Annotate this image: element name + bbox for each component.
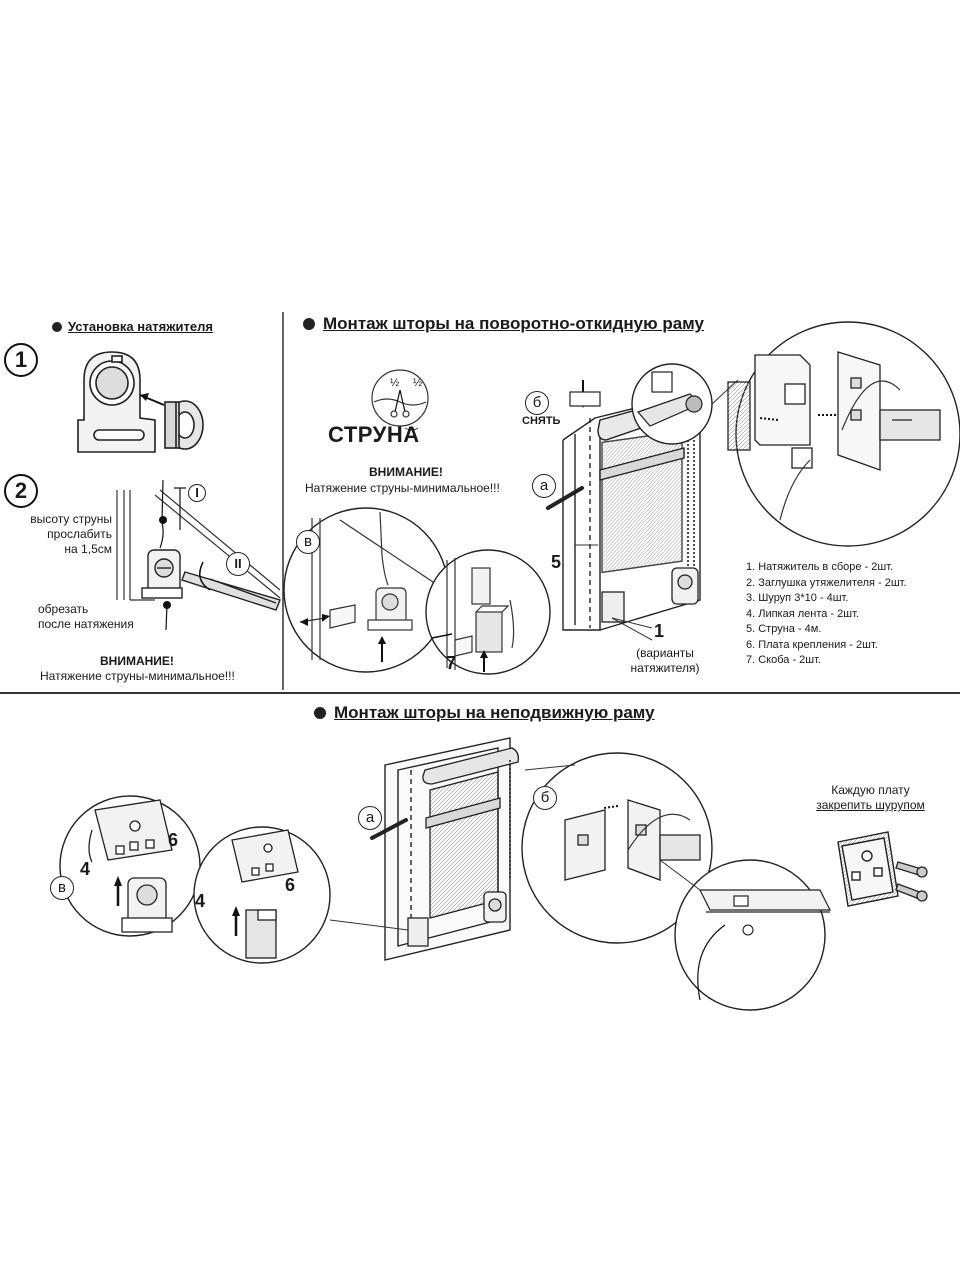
remove-label: СНЯТЬ [522,415,561,427]
section-title-fixed-frame: Монтаж шторы на неподвижную раму [314,703,655,723]
step-number-1: 1 [4,343,38,377]
roman-numeral-ii: II [226,552,250,576]
section1-warning-title: ВНИМАНИЕ! [100,654,174,668]
label-a-circle: а [532,474,556,498]
section1-warning-text: Натяжение струны-минимальное!!! [40,669,235,683]
parts-list-item: 4. Липкая лента - 2шт. [746,607,859,620]
handle-a [546,486,584,510]
tensioner-knob-drawing [164,400,204,450]
fixed-label-a-circle: а [358,806,382,830]
roman-numeral-i: I [188,484,206,502]
parts-list: 1. Натяжитель в сборе - 2шт. 2. Заглушка… [746,560,907,669]
section2-warning-title: ВНИМАНИЕ! [369,465,443,479]
bullet-icon [314,707,326,719]
label-b-circle: б [525,391,549,415]
window-tensioner-drawing [601,567,699,623]
step-number-2: 2 [4,474,38,508]
part-number-5: 5 [551,552,562,572]
half-mark-left: ½ [390,377,400,389]
fixed-roller-blind-drawing [407,747,520,947]
part-number-6-right: 6 [285,875,296,895]
parts-list-item: 5. Струна - 4м. [746,623,822,635]
fixed-label-v-circle: в [50,876,74,900]
parts-list-item: 1. Натяжитель в сборе - 2шт. [746,561,894,573]
tensioner-body-drawing [77,351,156,453]
bullet-icon [52,322,62,332]
section-title-tensioner-install: Установка натяжителя [52,319,213,334]
bracket-detail-contents [431,558,515,672]
parts-list-item: 2. Заглушка утяжелителя - 2шт. [746,576,907,589]
bullet-icon [303,318,315,330]
small-tensioner-drawing [141,549,183,599]
fixed-handle-a [370,818,408,840]
string-cut-circle [371,369,429,427]
part-number-1: 1 [654,621,665,641]
plate-with-screws-drawing [837,831,899,907]
half-mark-right: ½ [413,377,423,389]
parts-list-item: 7. Скоба - 2шт. [746,654,821,666]
screws-drawing [895,861,928,902]
screwdriver-drawing [181,571,281,611]
string-label: СТРУНА [328,422,420,447]
mount-plate-detail [727,351,941,471]
tensioner-variants-label: (варианты натяжителя) [630,646,700,675]
screw-plate-note: Каждую плату закрепить шурупом [816,783,925,812]
part-number-4-left: 4 [80,859,91,879]
cut-after-tension-label: обрезать после натяжения [38,602,134,631]
detail-v-contents [299,511,446,662]
frame-profile-drawing [116,489,281,601]
part-number-4-right: 4 [195,891,206,911]
label-v-circle: в [296,530,320,554]
rotate-arrow [199,561,211,591]
section-title-tilt-frame: Монтаж шторы на поворотно-откидную раму [303,314,704,334]
slack-string-label: высоту струны прослабить на 1,5см [30,512,112,556]
parts-list-item: 3. Шуруп 3*10 - 4шт. [746,592,849,604]
detail-circle-b3 [521,752,713,944]
section2-warning-text: Натяжение струны-минимальное!!! [305,481,500,495]
fixed-label-b-circle: б [533,786,557,810]
part-number-6-left: 6 [168,830,179,850]
parts-list-item: 6. Плата крепления - 2шт. [746,638,878,651]
part-number-7: 7 [446,653,457,673]
